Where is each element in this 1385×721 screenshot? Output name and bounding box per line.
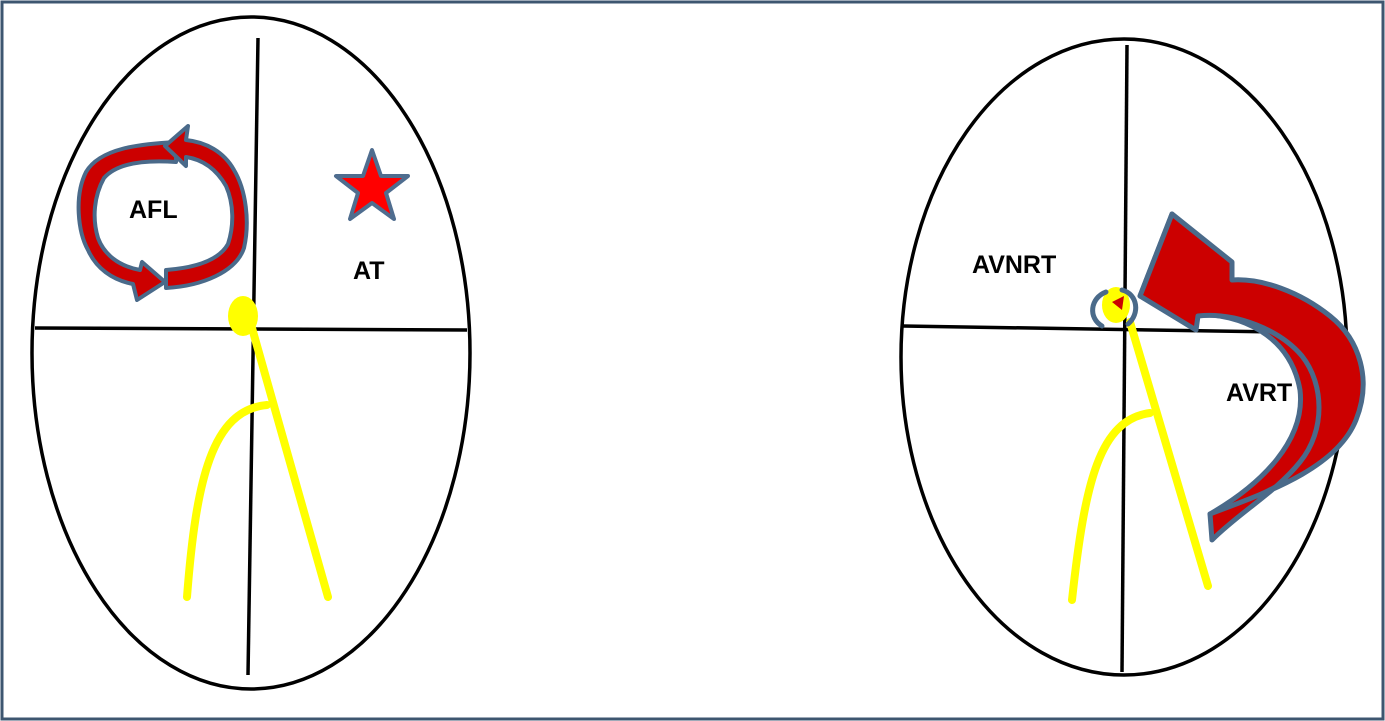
avnrt-label: AVNRT <box>972 251 1056 279</box>
left-heart-diagram: AFL AT <box>32 17 470 689</box>
afl-label: AFL <box>129 196 178 224</box>
avrt-label: AVRT <box>1226 379 1292 407</box>
at-label: AT <box>353 257 384 285</box>
left-av-node <box>228 296 258 336</box>
